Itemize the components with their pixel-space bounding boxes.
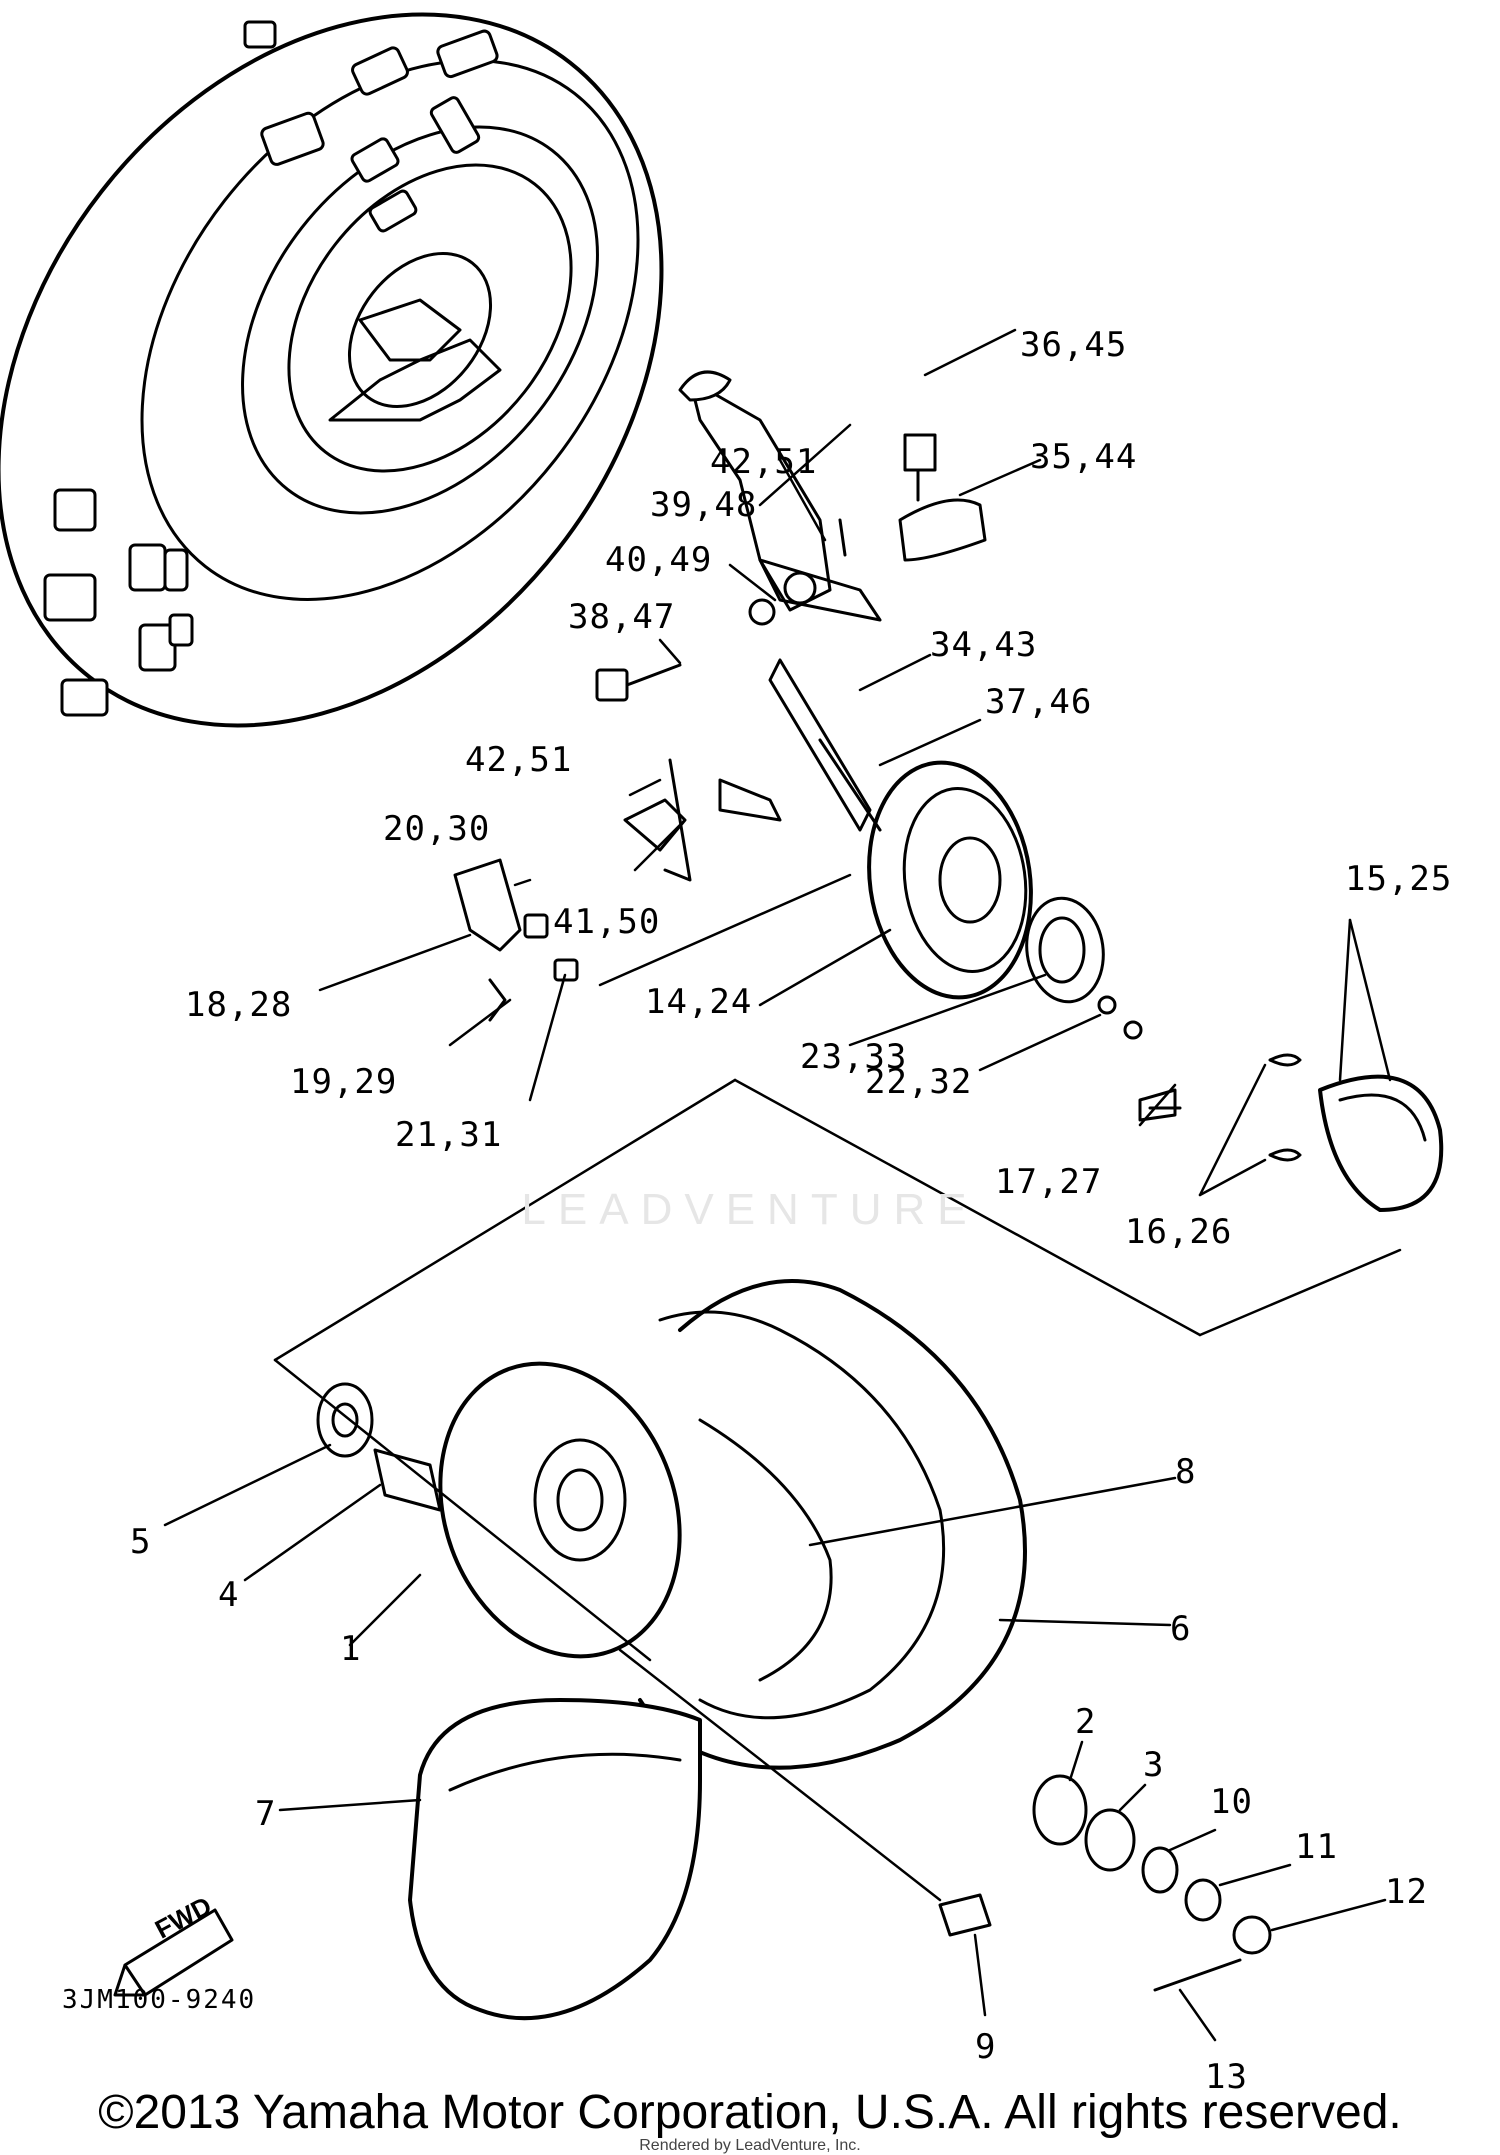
callout-40-49: 40,49 [605,540,713,580]
fwd-arrow [113,1908,234,1997]
callout-21-31: 21,31 [395,1115,503,1155]
callout-23-33: 23,33 [800,1037,908,1077]
callout-34-43: 34,43 [930,625,1038,665]
callout-17-27: 17,27 [995,1162,1103,1202]
callout-38-47: 38,47 [568,597,676,637]
callout-18-28: 18,28 [185,985,293,1025]
copyright-notice: ©2013 Yamaha Motor Corporation, U.S.A. A… [98,2086,1402,2139]
callout-15-25: 15,25 [1345,859,1453,899]
figure-code: 3JM100-9240 [62,1985,257,2015]
assembled-wheel-drawing [0,12,664,728]
callout-19-29: 19,29 [290,1062,398,1102]
callout-11: 11 [1295,1827,1338,1867]
callout-41-50: 41,50 [553,902,661,942]
callout-36-45: 36,45 [1020,325,1128,365]
watermark: LEADVENTURE [521,1185,979,1234]
callout-7: 7 [255,1794,277,1834]
callout-12: 12 [1385,1872,1428,1912]
callout-3: 3 [1143,1745,1165,1785]
steering-knuckle-drawing [595,370,987,882]
callout-16-26: 16,26 [1125,1212,1233,1252]
callout-2: 2 [1075,1702,1097,1742]
leader-lines [163,328,1402,2042]
callout-39-48: 39,48 [650,485,758,525]
callout-42-51-lower: 42,51 [465,740,573,780]
callout-22-32: 22,32 [865,1062,973,1102]
callout-4: 4 [218,1575,240,1615]
callout-5: 5 [130,1522,152,1562]
callout-9: 9 [975,2027,997,2067]
callout-6: 6 [1170,1609,1192,1649]
callout-10: 10 [1210,1782,1253,1822]
callout-37-46: 37,46 [985,682,1093,722]
callout-20-30: 20,30 [383,809,491,849]
callout-14-24: 14,24 [645,982,753,1022]
lower-wheel-drawing [316,1279,1272,2021]
callout-1: 1 [340,1629,362,1669]
callout-42-51-upper: 42,51 [710,442,818,482]
callout-35-44: 35,44 [1030,437,1138,477]
callout-13: 13 [1205,2057,1248,2097]
rendered-by-notice: Rendered by LeadVenture, Inc. [639,2137,861,2154]
brake-assembly-drawing [453,760,1444,1212]
callout-8: 8 [1175,1452,1197,1492]
